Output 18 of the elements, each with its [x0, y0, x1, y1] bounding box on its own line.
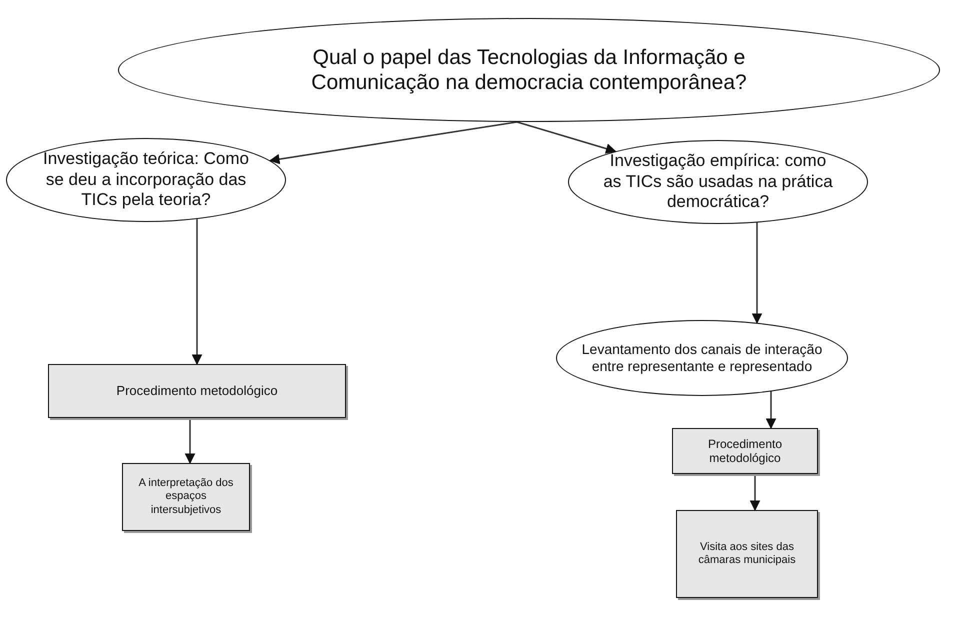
arrow — [192, 219, 202, 366]
process-box — [676, 510, 818, 598]
node-text: Visita aos sites das câmaras municipais — [697, 540, 797, 568]
node-text: Investigação teórica: Como se deu a incorporação das TICs pela teoria? — [42, 149, 250, 211]
arrow — [269, 121, 518, 164]
process-box — [48, 364, 346, 418]
node-text: Qual o papel das Tecnologias da Informação e Comunicação na democracia contemporânea? — [310, 44, 748, 96]
node-text: A interpretação dos espaços intersubjetivos — [138, 477, 234, 517]
arrow — [184, 418, 196, 464]
arrow — [516, 121, 616, 154]
process-box — [672, 428, 818, 474]
process-box — [122, 463, 250, 531]
arrow — [750, 474, 760, 512]
node-text: Levantamento dos canais de interação entre representante e representado — [580, 341, 824, 375]
node-text: Investigação empírica: como as TICs são usadas na prática democrática? — [603, 151, 833, 213]
node-text: Procedimento metodológico — [706, 436, 784, 466]
node-text: Procedimento metodológico — [116, 383, 278, 399]
arrow — [766, 392, 776, 430]
